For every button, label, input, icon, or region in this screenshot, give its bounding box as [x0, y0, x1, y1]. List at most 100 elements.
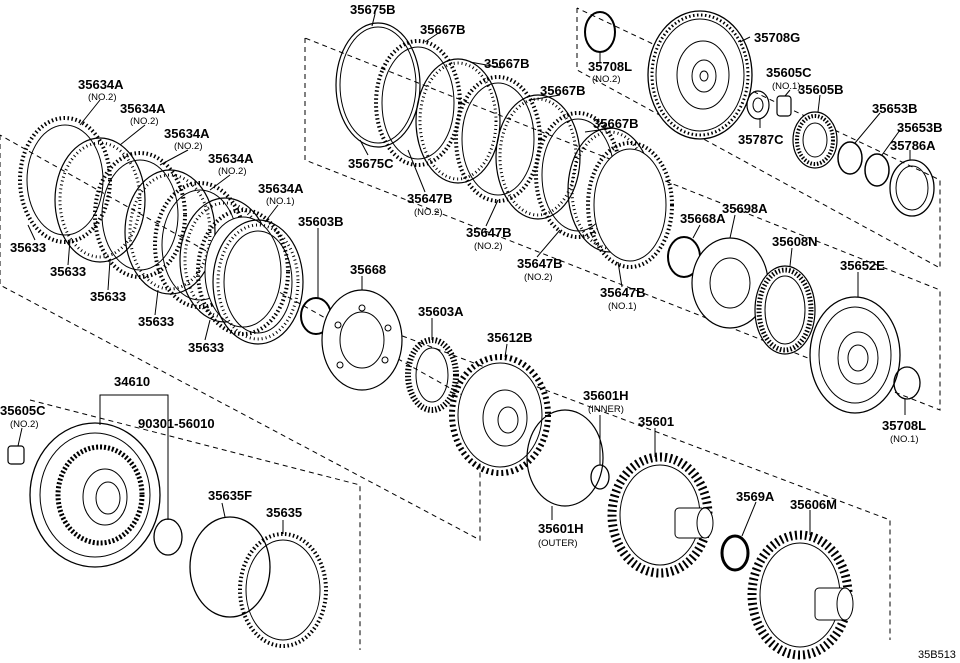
- part-35675B-ring: [335, 22, 421, 148]
- label-35633-1: 35633: [10, 240, 46, 255]
- label-35647B-3: 35647B: [517, 256, 563, 271]
- label-35601: 35601: [638, 414, 674, 429]
- label-35634A-1-sub: (NO.2): [88, 92, 117, 103]
- part-35787C-hole: [752, 97, 764, 113]
- label-35667B-1: 35667B: [420, 22, 466, 37]
- label-35647B-2-sub: (NO.2): [474, 241, 503, 252]
- label-35633-2: 35633: [50, 264, 86, 279]
- label-35603B: 35603B: [298, 214, 344, 229]
- label-35605C-top: 35605C: [766, 65, 812, 80]
- part-35633-plate-1: [54, 137, 146, 263]
- label-35606M: 35606M: [790, 497, 837, 512]
- label-34610: 34610: [114, 374, 150, 389]
- label-35635: 35635: [266, 505, 302, 520]
- part-35612B-gear-drum: [449, 354, 551, 476]
- label-35668A: 35668A: [680, 211, 726, 226]
- part-35635F-ring: [189, 516, 271, 618]
- part-35605C-bushing-bottom: [7, 445, 25, 465]
- label-35786A: 35786A: [890, 138, 936, 153]
- label-35708L-top-sub: (NO.2): [592, 74, 621, 85]
- part-35601-gear: [607, 452, 714, 578]
- label-35675B: 35675B: [350, 2, 396, 17]
- label-35647B-2: 35647B: [466, 225, 512, 240]
- label-35652E: 35652E: [840, 258, 885, 273]
- label-35633-3: 35633: [90, 289, 126, 304]
- label-35653B-2: 35653B: [897, 120, 943, 135]
- label-35634A-5: 35634A: [258, 181, 304, 196]
- part-35653B-ring-1: [837, 141, 863, 175]
- part-35652E-drum: [809, 296, 901, 414]
- label-35605C-top-sub: (NO.1): [772, 81, 801, 92]
- label-35708L-bottom: 35708L: [882, 418, 926, 433]
- label-35608N: 35608N: [772, 234, 818, 249]
- label-35653B-1: 35653B: [872, 101, 918, 116]
- label-35633-5: 35633: [188, 340, 224, 355]
- part-35605B-needle-bearing: [792, 111, 838, 169]
- part-35634A-plate-4: [196, 208, 290, 336]
- part-35708L-ring-top: [584, 11, 616, 53]
- label-35601H-outer-sub: (OUTER): [538, 538, 578, 549]
- part-35667B-plate-1: [415, 58, 501, 184]
- part-35606M-gear: [747, 530, 854, 660]
- label-35647B-4-sub: (NO.1): [608, 301, 637, 312]
- label-35634A-5-sub: (NO.1): [266, 196, 295, 207]
- part-35708L-ring-bottom: [893, 366, 921, 400]
- reference-code: 35B513: [918, 649, 956, 661]
- label-35601H-inner: 35601H: [583, 388, 629, 403]
- label-35634A-3-sub: (NO.2): [174, 141, 203, 152]
- part-35635-plate: [238, 532, 328, 648]
- label-3569A: 3569A: [736, 489, 775, 504]
- label-35675C: 35675C: [348, 156, 394, 171]
- leader-lines: [17, 13, 911, 537]
- label-35634A-4: 35634A: [208, 151, 254, 166]
- part-35603A-bearing: [405, 337, 459, 413]
- part-35601H-outer-ring: [526, 409, 604, 507]
- group-outline-bottom-left: [29, 399, 361, 650]
- part-35786A-inner: [895, 165, 929, 211]
- label-35787C: 35787C: [738, 132, 784, 147]
- label-35612B: 35612B: [487, 330, 533, 345]
- part-35608N-bearing: [754, 265, 816, 355]
- label-35605B: 35605B: [798, 82, 844, 97]
- left-clutch-stack: [18, 116, 304, 345]
- label-35634A-1: 35634A: [78, 77, 124, 92]
- label-35601H-outer: 35601H: [538, 521, 584, 536]
- part-35786A-plate: [889, 159, 935, 217]
- label-90301-56010: 90301-56010: [138, 416, 215, 431]
- label-35605C-bottom: 35605C: [0, 403, 46, 418]
- label-35603A: 35603A: [418, 304, 464, 319]
- part-35647B-plate-4: [586, 141, 674, 269]
- label-35708G: 35708G: [754, 30, 800, 45]
- label-35667B-3: 35667B: [540, 83, 586, 98]
- part-90301-56010-oring: [153, 518, 183, 556]
- label-35634A-3: 35634A: [164, 126, 210, 141]
- label-35708L-bottom-sub: (NO.1): [890, 434, 919, 445]
- label-35634A-2: 35634A: [120, 101, 166, 116]
- part-35634A-plate-5: [212, 219, 304, 345]
- part-34610-drum: [29, 422, 161, 568]
- part-35708G-drum: [647, 10, 753, 140]
- label-35647B-1-sub: (NO.2): [414, 207, 443, 218]
- part-35647B-plate-2: [454, 75, 542, 203]
- label-35647B-1: 35647B: [407, 191, 453, 206]
- part-35605C-bushing-top: [776, 95, 792, 117]
- label-35668: 35668: [350, 262, 386, 277]
- label-35634A-4-sub: (NO.2): [218, 166, 247, 177]
- label-35633-4: 35633: [138, 314, 174, 329]
- label-35635F: 35635F: [208, 488, 252, 503]
- label-35647B-3-sub: (NO.2): [524, 272, 553, 283]
- label-35667B-4: 35667B: [593, 116, 639, 131]
- part-3569A-clip: [720, 534, 750, 572]
- label-35601H-inner-sub: (INNER): [588, 404, 624, 415]
- group-outline-upper-middle: [304, 37, 941, 411]
- label-35698A: 35698A: [722, 201, 768, 216]
- part-35668-plate: [321, 289, 403, 391]
- part-35634A-plate-2: [93, 151, 187, 279]
- part-35787C-washer: [746, 90, 770, 120]
- label-35708L-top: 35708L: [588, 59, 632, 74]
- label-35605C-bottom-sub: (NO.2): [10, 419, 39, 430]
- label-35647B-4: 35647B: [600, 285, 646, 300]
- part-35647B-plate-1: [374, 39, 462, 167]
